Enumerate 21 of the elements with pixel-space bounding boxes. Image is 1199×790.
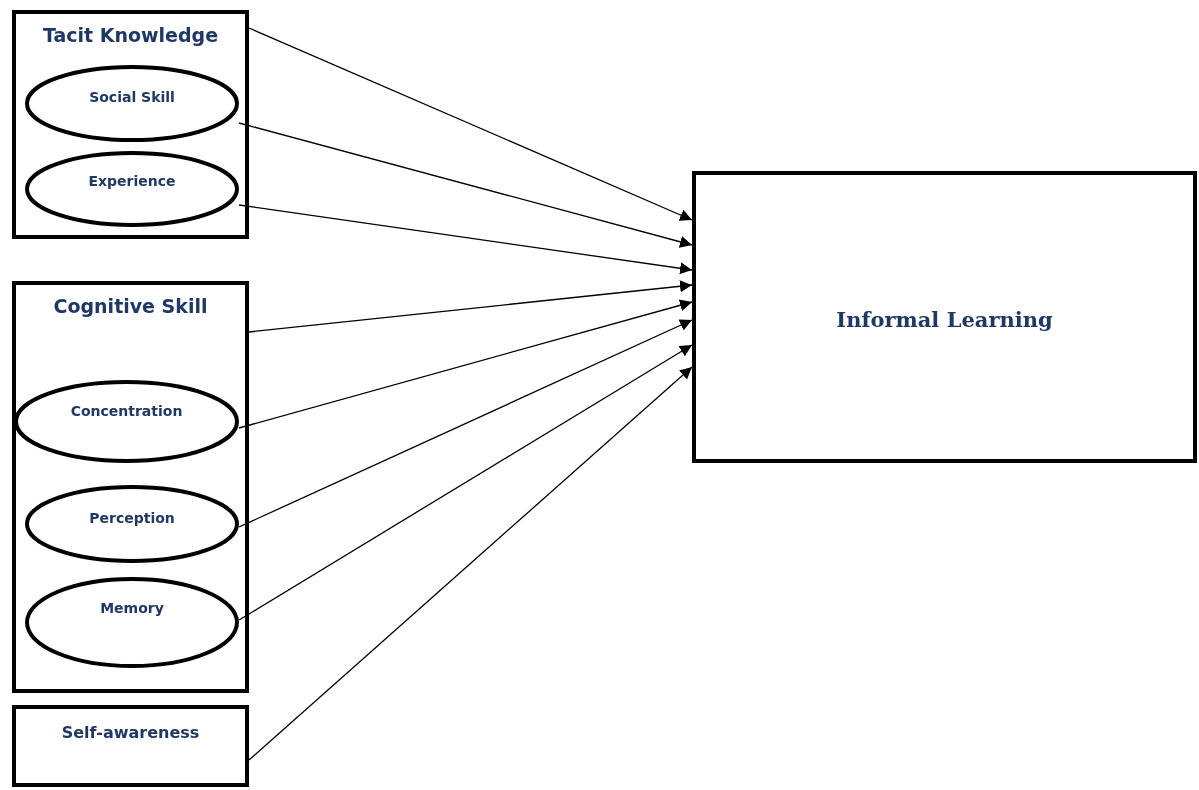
ellipse-label: Concentration bbox=[69, 403, 184, 419]
group-box bbox=[12, 705, 249, 787]
box-heading: Self-awareness bbox=[60, 723, 201, 742]
arrow bbox=[238, 299, 693, 429]
group-box bbox=[12, 281, 249, 693]
box-heading: Informal Learning bbox=[835, 307, 1054, 332]
arrow bbox=[248, 27, 693, 221]
arrow bbox=[248, 366, 693, 761]
outcome-box bbox=[692, 171, 1197, 463]
group-box bbox=[12, 10, 249, 239]
arrow bbox=[238, 204, 693, 275]
box-heading: Cognitive Skill bbox=[52, 295, 209, 317]
ellipse-label: Memory bbox=[99, 600, 165, 616]
arrow bbox=[238, 319, 693, 528]
ellipse-label: Perception bbox=[88, 510, 176, 526]
ellipse-label: Social Skill bbox=[88, 89, 176, 105]
arrow bbox=[238, 344, 693, 621]
arrow bbox=[238, 122, 693, 248]
box-heading: Tacit Knowledge bbox=[41, 24, 220, 46]
ellipse-label: Experience bbox=[87, 173, 177, 189]
arrow bbox=[248, 280, 693, 333]
